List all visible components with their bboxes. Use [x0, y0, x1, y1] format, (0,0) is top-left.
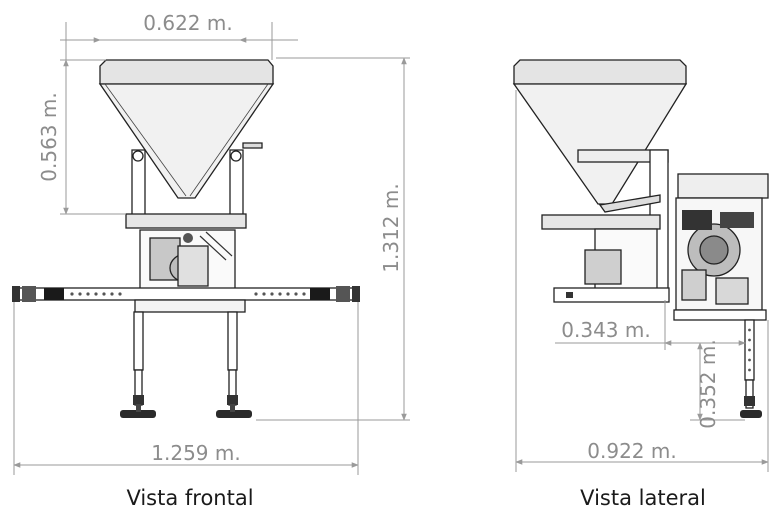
side-offset-label: 0.343 m. [561, 318, 650, 342]
side-view-caption: Vista lateral [580, 486, 706, 510]
front-view [12, 59, 360, 418]
front-hopper [98, 59, 275, 199]
front-view-caption: Vista frontal [126, 486, 253, 510]
side-hopper [512, 59, 688, 205]
front-total-height-label: 1.312 m. [379, 183, 403, 272]
front-top-width-label: 0.622 m. [143, 11, 232, 35]
side-total-depth-label: 0.922 m. [587, 439, 676, 463]
front-legs [120, 311, 252, 418]
front-hopper-height-label: 0.563 m. [37, 92, 61, 181]
side-foot-height-label: 0.352 m. [696, 339, 720, 428]
side-dimensions [515, 90, 769, 472]
front-total-width-label: 1.259 m. [151, 441, 240, 465]
side-leg [740, 319, 762, 418]
side-view [512, 59, 769, 418]
side-bracket [541, 149, 670, 303]
front-dimensions [13, 22, 410, 475]
front-crossbar [12, 286, 360, 313]
side-engine [673, 173, 769, 321]
front-frame [125, 142, 263, 291]
